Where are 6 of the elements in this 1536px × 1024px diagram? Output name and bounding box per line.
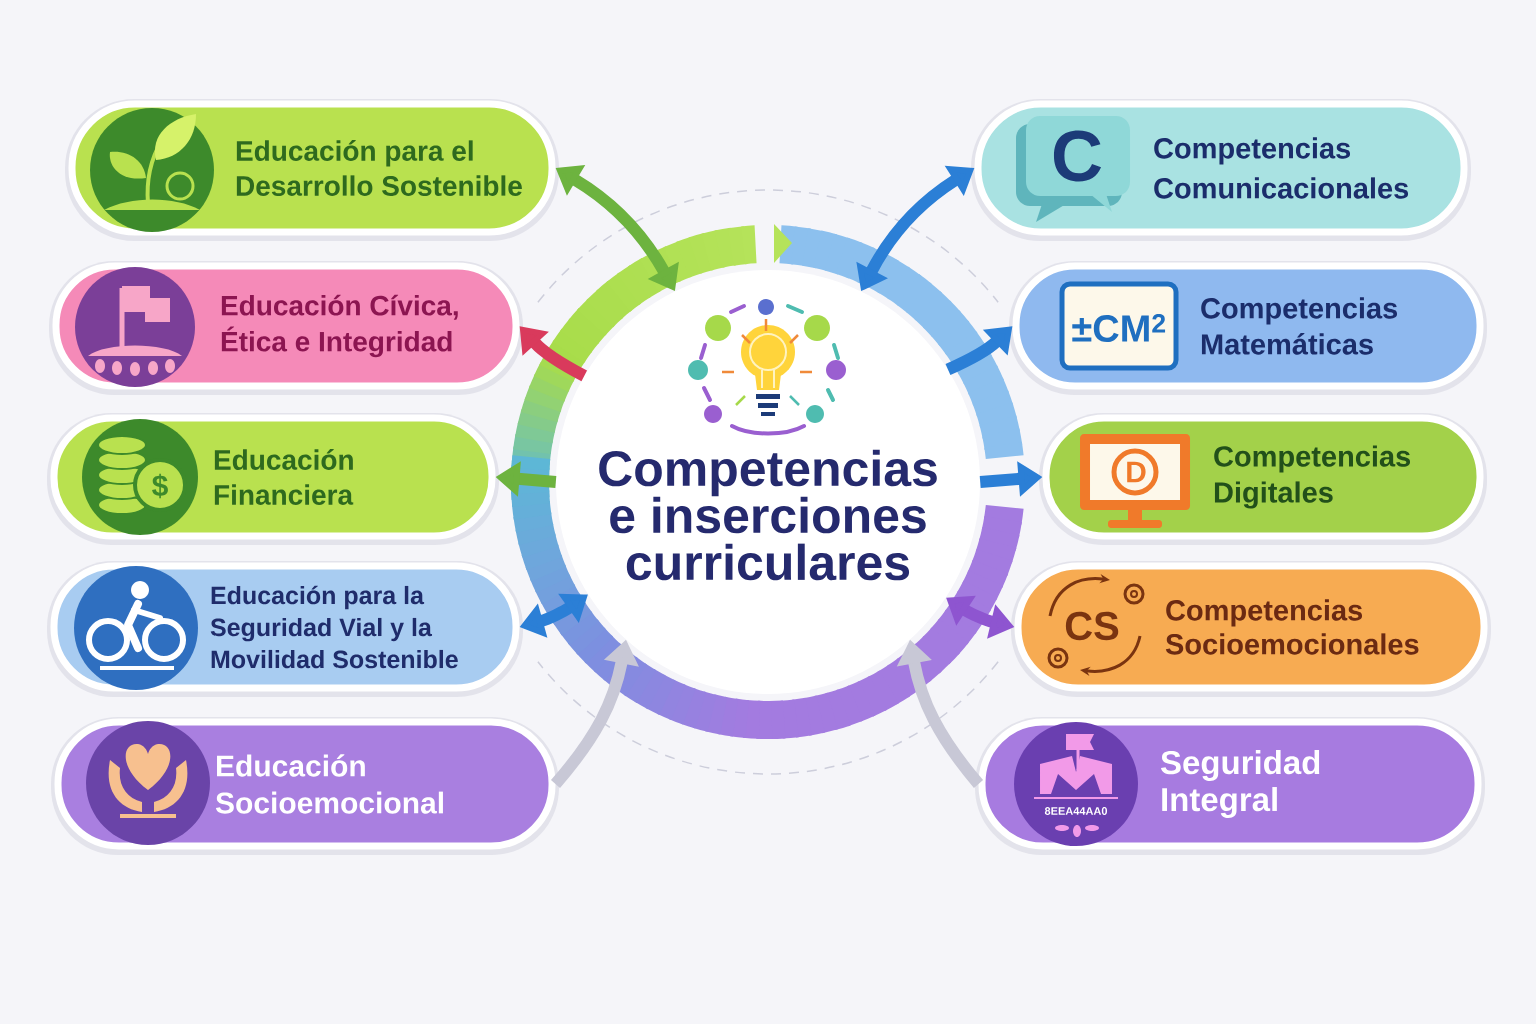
- coin-stack: $: [82, 419, 198, 535]
- monitor: D: [1080, 434, 1190, 528]
- figure-disc: 8EEA44AA0: [1014, 722, 1138, 846]
- speech-bubble: C: [1016, 116, 1130, 222]
- math-tile: ±CM$^{2}$: [1059, 281, 1179, 371]
- circular-arrows: CS: [1047, 574, 1145, 676]
